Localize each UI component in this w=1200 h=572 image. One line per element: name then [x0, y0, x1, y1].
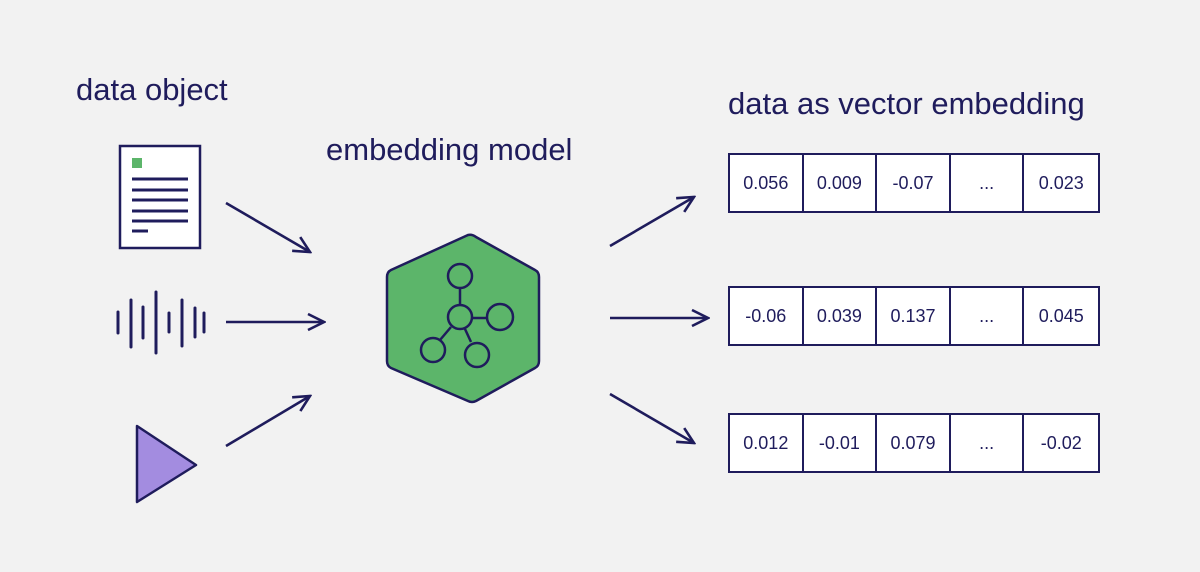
- vector-value: 0.079: [877, 415, 951, 471]
- vector-value: ...: [951, 155, 1025, 211]
- document-icon: [118, 144, 202, 250]
- vector-value: 0.056: [730, 155, 804, 211]
- vector-value: 0.023: [1038, 172, 1084, 193]
- vector-value: ...: [951, 288, 1025, 344]
- vector-value: -0.02: [1040, 432, 1082, 453]
- vector-embedding-row: 0.012 -0.01 0.079 ... -0.02: [728, 413, 1100, 473]
- audio-waveform-icon: [116, 290, 206, 355]
- vector-value: 0.009: [804, 155, 878, 211]
- play-icon: [135, 424, 198, 504]
- vector-value: 0.045: [1038, 305, 1084, 326]
- vector-value: -0.07: [877, 155, 951, 211]
- embedding-model-hexagon: [385, 233, 541, 404]
- output-arrow-1: [609, 197, 694, 248]
- vector-value: 0.012: [730, 415, 804, 471]
- data-object-label: data object: [76, 72, 228, 107]
- network-graph-icon: [419, 262, 515, 369]
- vector-value: ...: [951, 415, 1025, 471]
- vector-value: -0.01: [804, 415, 878, 471]
- vector-embedding-row: 0.056 0.009 -0.07 ... 0.023: [728, 153, 1100, 213]
- output-arrow-3: [609, 392, 694, 443]
- input-arrow-video: [225, 396, 310, 448]
- vector-value: 0.039: [804, 288, 878, 344]
- vector-embedding-row: -0.06 0.039 0.137 ... 0.045: [728, 286, 1100, 346]
- vector-value: 0.137: [877, 288, 951, 344]
- input-arrow-document: [225, 201, 310, 252]
- vector-value: -0.06: [730, 288, 804, 344]
- embedding-model-label: embedding model: [326, 132, 573, 167]
- vector-embedding-label: data as vector embedding: [728, 86, 1085, 121]
